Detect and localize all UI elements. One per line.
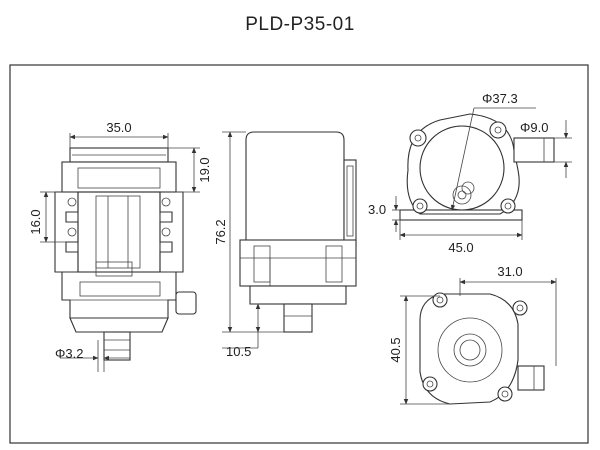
dim-side-height: 76.2 <box>213 219 228 244</box>
drawing-title: PLD-P35-01 <box>245 14 355 35</box>
side-dimensions: 76.2 10.5 <box>213 131 284 359</box>
dim-front-outlet-dia: Φ3.2 <box>55 346 83 361</box>
dim-top-width: 45.0 <box>448 240 473 255</box>
dim-side-bottom: 10.5 <box>226 344 251 359</box>
dim-top-dia: Φ37.3 <box>482 91 518 106</box>
bottom-dimensions: 31.0 40.5 <box>388 264 557 405</box>
dim-bottom-width: 31.0 <box>497 264 522 279</box>
front-view <box>54 147 197 361</box>
front-dimensions: 35.0 19.0 16.0 Φ3.2 <box>28 120 212 372</box>
bottom-view <box>419 292 545 405</box>
top-view <box>399 113 555 221</box>
top-dimensions: Φ37.3 Φ9.0 3.0 45.0 <box>368 91 572 255</box>
dim-bottom-height: 40.5 <box>388 337 403 362</box>
dim-top-outlet-dia: Φ9.0 <box>520 120 548 135</box>
drawing-frame <box>9 64 589 444</box>
dim-front-left-height: 16.0 <box>28 209 43 234</box>
dim-front-top-height: 19.0 <box>197 157 212 182</box>
dim-front-width: 35.0 <box>106 120 131 135</box>
dim-top-small: 3.0 <box>368 202 386 217</box>
side-view <box>239 131 357 333</box>
